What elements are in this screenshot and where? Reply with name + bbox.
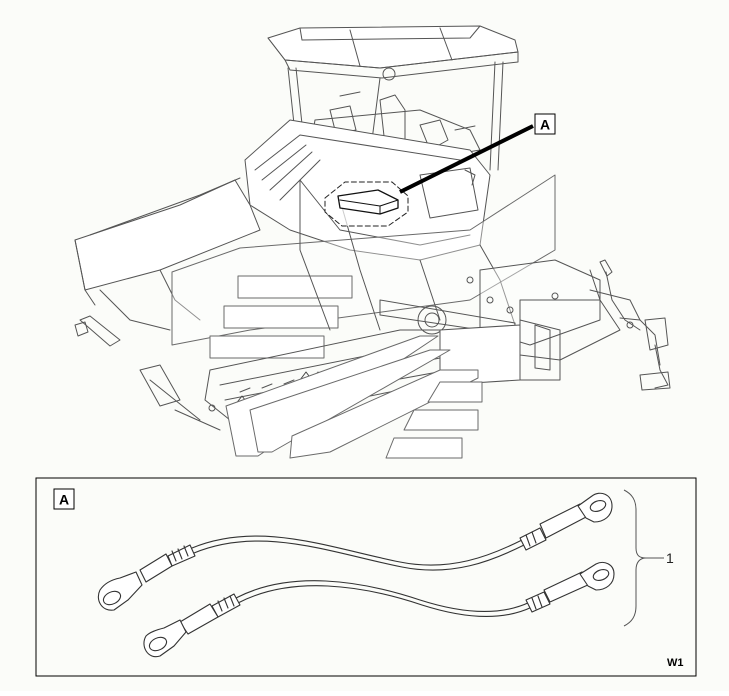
callout-label-detail: A bbox=[59, 492, 69, 508]
sheet-code-label: W1 bbox=[667, 657, 684, 669]
callout-box-main: A bbox=[534, 113, 556, 135]
exploded-step-panels bbox=[225, 335, 483, 459]
callout-label-main: A bbox=[540, 117, 550, 133]
screed-unit bbox=[479, 259, 641, 381]
callout-leader-line bbox=[399, 124, 534, 194]
detail-view-frame: A bbox=[35, 477, 697, 677]
rear-control-stand bbox=[589, 259, 671, 391]
material-hopper bbox=[74, 177, 261, 431]
paver-machine-illustration bbox=[74, 25, 671, 459]
exploded-cover-panels bbox=[171, 174, 556, 359]
highlighted-component bbox=[324, 181, 409, 227]
canopy-roof bbox=[267, 25, 519, 79]
part-grouping-bracket bbox=[623, 489, 664, 627]
battery-cable-lower bbox=[143, 561, 615, 658]
part-number-label: 1 bbox=[666, 550, 674, 566]
mounting-hardware bbox=[208, 276, 559, 412]
battery-cable-upper bbox=[97, 492, 613, 611]
